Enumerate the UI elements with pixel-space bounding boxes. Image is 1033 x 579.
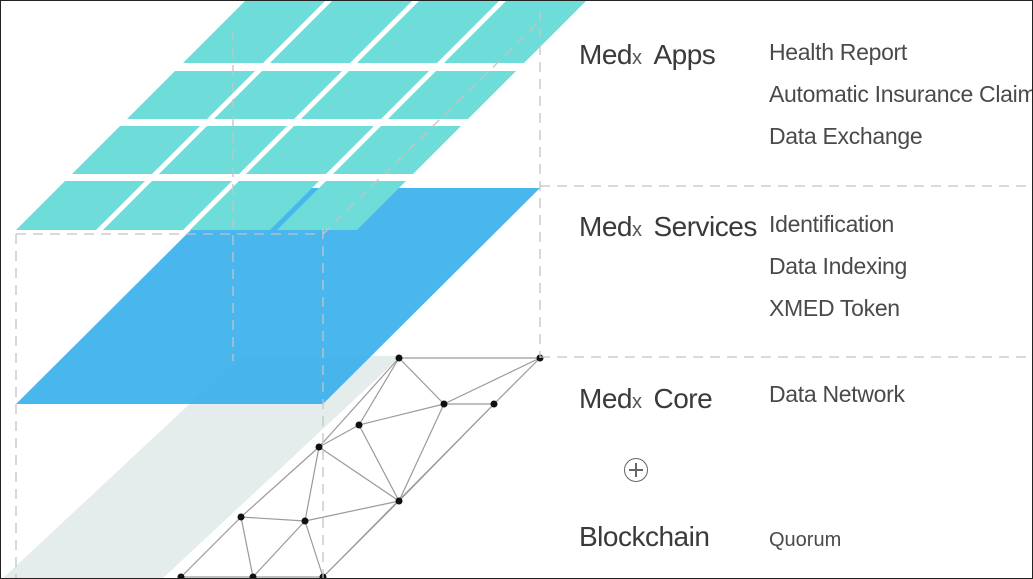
network-edge [304,446,320,522]
network-node [315,443,323,451]
apps-tile [357,1,499,63]
network-edge [358,357,400,426]
blockchain-network [180,357,541,578]
apps-tile [333,126,461,174]
services-layer-title: Medx Services [579,211,757,243]
network-node [490,400,498,408]
core-layer-title: Medx Core [579,383,713,415]
blockchain-title: Blockchain [579,521,710,552]
circled-plus-icon [624,458,648,482]
network-node [440,400,448,408]
network-node [301,517,309,525]
brand-x: x [631,391,642,413]
network-nodes [177,354,544,578]
layer-name-core: Core [653,383,713,414]
brand-med: Med [579,383,632,414]
apps-tile [444,1,586,63]
network-edge [443,357,541,405]
network-edge [252,520,306,578]
core-item: Data Network [769,381,905,407]
blockchain-item: Quorum [769,529,842,551]
network-node [395,354,403,362]
network-edge [304,520,324,578]
brand-med: Med [579,211,632,242]
layer-name-apps: Apps [653,39,716,70]
network-edge [322,403,495,578]
services-item: Data Indexing [769,253,908,279]
apps-tile [16,181,145,230]
services-item: Identification [769,211,894,237]
services-item: XMED Token [769,295,900,321]
network-edge [318,446,400,502]
apps-tile [127,71,255,119]
network-edge [358,424,400,502]
apps-tile [214,71,342,119]
network-edge [398,357,445,405]
network-edge [318,357,400,448]
apps-item: Automatic Insurance Claim [769,81,1033,107]
apps-tile [159,126,287,174]
network-edge [358,403,445,426]
apps-tile [72,126,200,174]
network-node [395,497,403,505]
apps-tile [190,181,319,230]
core-plane [3,356,401,578]
network-node [355,421,363,429]
brand-med: Med [579,39,632,70]
network-edge [240,446,320,518]
network-edge [240,516,254,578]
network-edge [240,516,306,522]
brand-x: x [631,47,642,69]
apps-tile [301,71,429,119]
apps-tile [270,1,412,63]
apps-item: Health Report [769,39,908,65]
guide-lines [15,11,1032,578]
network-edge [493,357,541,405]
services-plane [16,188,540,404]
apps-layer-title: Medx Apps [579,39,716,71]
network-node [237,513,245,521]
network-edge [398,403,445,502]
network-edge [304,500,400,522]
apps-tile [246,126,374,174]
network-node [249,573,257,578]
apps-tile [183,1,325,63]
network-node [177,573,185,578]
network-edge [318,424,360,448]
apps-tile [388,71,516,119]
apps-item: Data Exchange [769,123,923,149]
apps-tile-grid [16,1,586,230]
apps-tile [277,181,406,230]
network-edge [180,516,242,578]
apps-tile [103,181,232,230]
layer-name-services: Services [653,211,757,242]
brand-x: x [631,219,642,241]
